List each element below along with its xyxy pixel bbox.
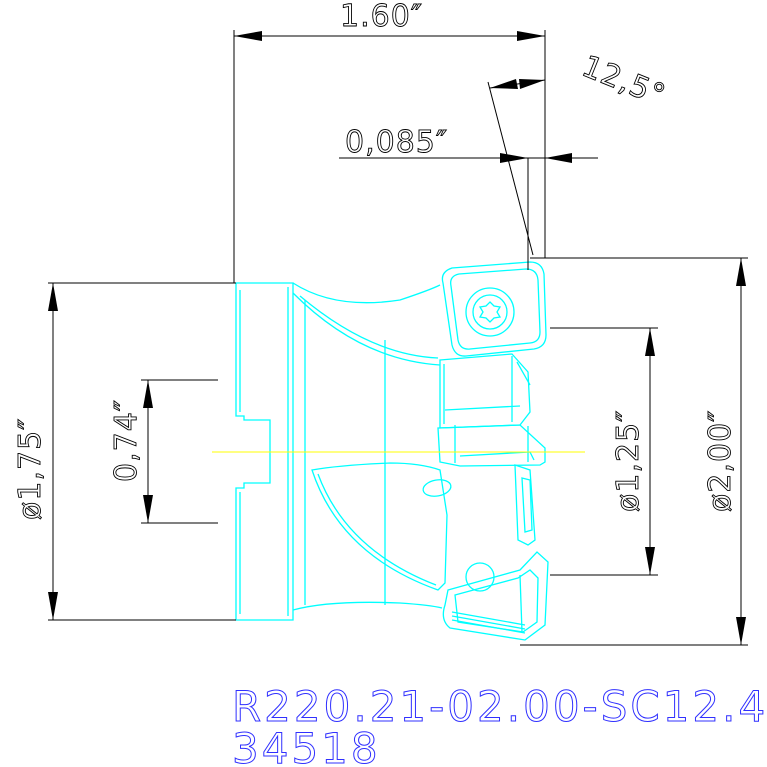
dim-cutting-diameter: ø2,00″ xyxy=(703,410,738,512)
shank-flange xyxy=(235,282,294,621)
tool-outline xyxy=(235,261,549,641)
dim-bore-diameter: 0,74″ xyxy=(109,399,144,482)
torx-screw-icon xyxy=(478,301,502,323)
dim-body-diameter: ø1,25″ xyxy=(611,410,646,512)
item-number: 34518 xyxy=(232,724,381,767)
chip-pocket xyxy=(311,462,448,591)
upper-insert xyxy=(441,261,547,357)
body-upper xyxy=(292,282,441,304)
dim-shank-diameter: ø1,75″ xyxy=(13,418,48,520)
dim-lead-angle: 12,5° xyxy=(577,49,671,114)
dim-insert-offset: 0,085″ xyxy=(345,125,448,160)
dim-overall-length: 1.60″ xyxy=(340,0,423,34)
part-designation: R220.21-02.00-SC12.4A xyxy=(232,682,767,731)
dimension-lines xyxy=(48,30,748,646)
clamp-stack xyxy=(437,353,546,467)
lower-insert xyxy=(442,464,549,641)
